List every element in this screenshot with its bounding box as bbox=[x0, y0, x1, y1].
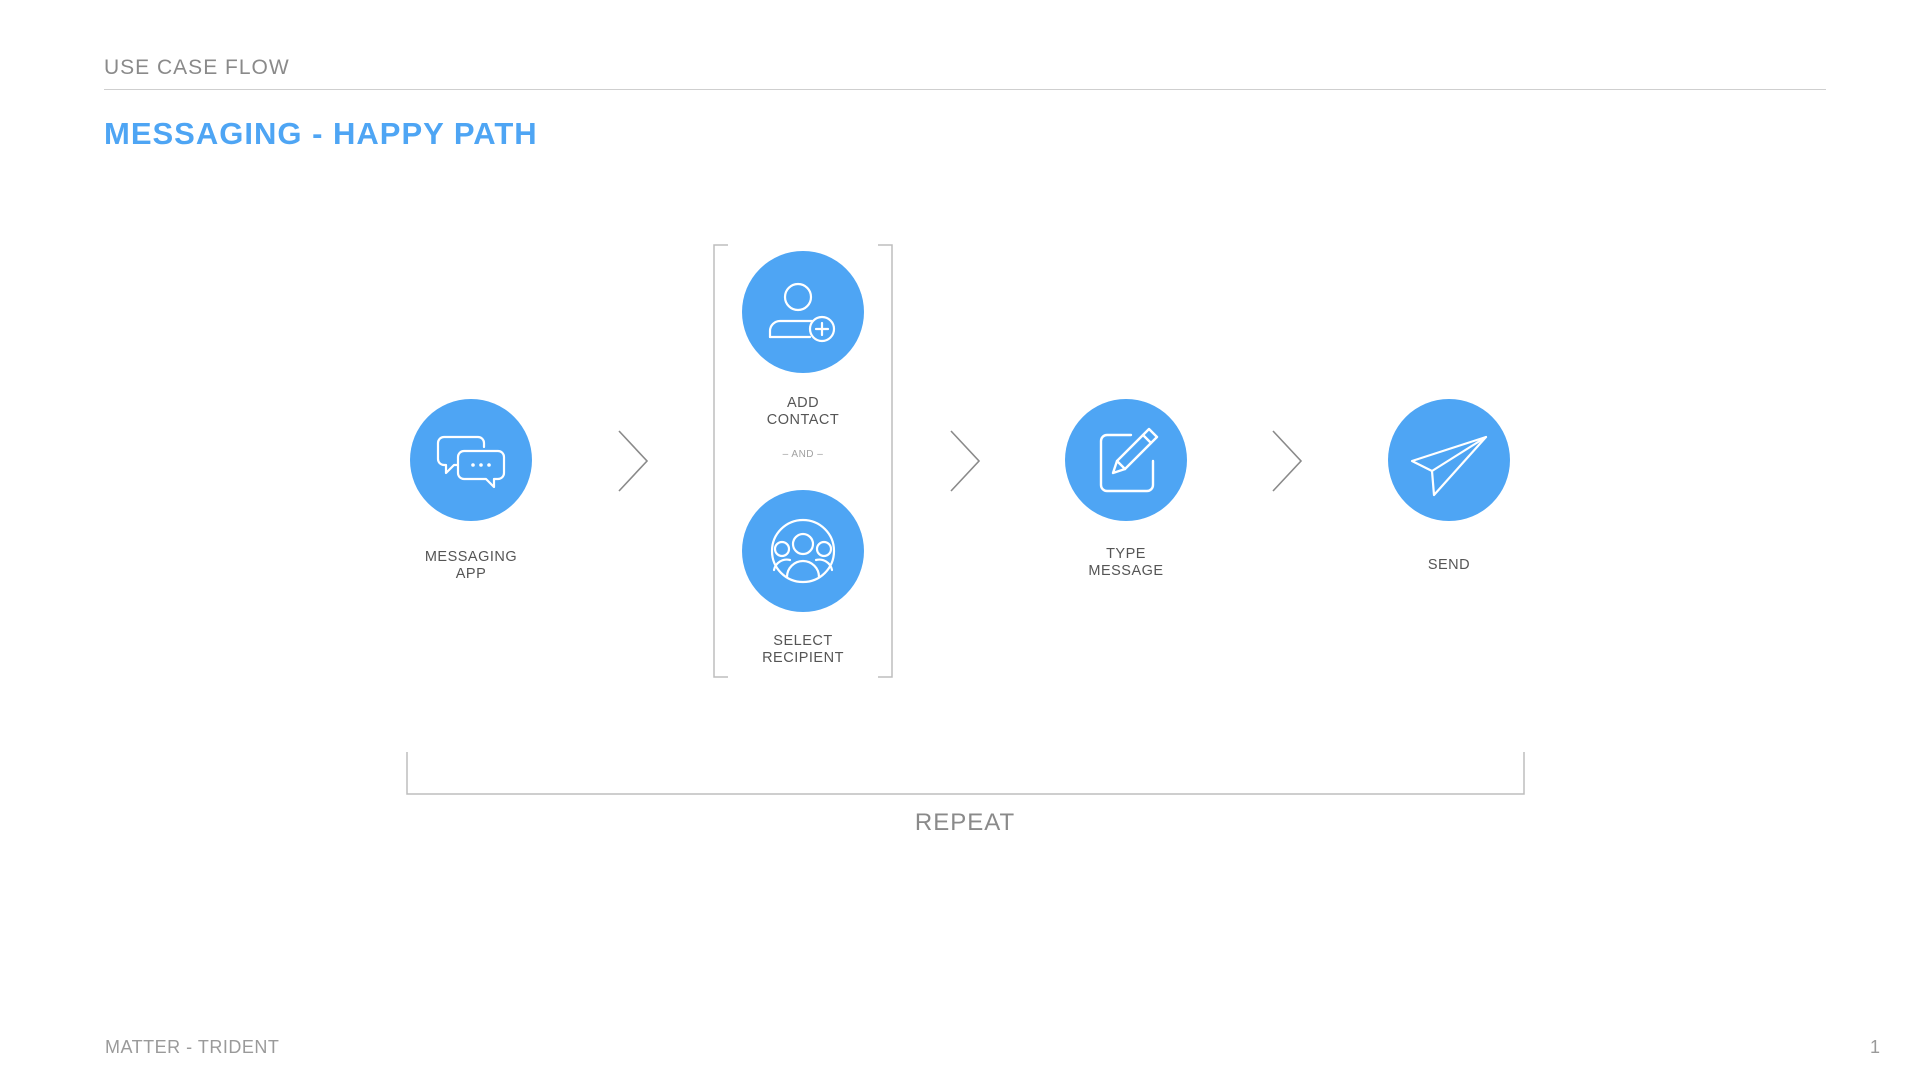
add-user-icon bbox=[768, 282, 836, 343]
send-label: SEND bbox=[1427, 557, 1471, 573]
page-title: MESSAGING - HAPPY PATH bbox=[104, 116, 538, 151]
messaging-app-label: MESSAGING APP bbox=[424, 549, 518, 582]
select-recipient-label: SELECT RECIPIENT bbox=[762, 633, 844, 666]
page-number: 1 bbox=[1870, 1037, 1881, 1057]
messaging-app-node bbox=[410, 399, 532, 521]
footer-project: MATTER - TRIDENT bbox=[105, 1037, 280, 1057]
paper-plane-icon bbox=[1410, 435, 1488, 497]
repeat-bracket bbox=[406, 752, 1525, 795]
chevron-right-icon bbox=[1272, 430, 1303, 492]
group-bracket bbox=[713, 244, 893, 678]
chat-bubbles-icon bbox=[436, 435, 506, 489]
header-divider bbox=[104, 89, 1826, 90]
and-label: – AND – bbox=[782, 449, 824, 460]
chevron-right-icon bbox=[618, 430, 649, 492]
type-message-label: TYPE MESSAGE bbox=[1088, 546, 1164, 579]
add-contact-label: ADD CONTACT bbox=[766, 395, 840, 428]
edit-pencil-icon bbox=[1099, 427, 1159, 493]
add-contact-node bbox=[742, 251, 864, 373]
repeat-label: REPEAT bbox=[914, 809, 1016, 836]
group-icon bbox=[770, 518, 836, 584]
select-recipient-node bbox=[742, 490, 864, 612]
send-node bbox=[1388, 399, 1510, 521]
chevron-right-icon bbox=[950, 430, 981, 492]
type-message-node bbox=[1065, 399, 1187, 521]
section-label: USE CASE FLOW bbox=[104, 56, 290, 79]
